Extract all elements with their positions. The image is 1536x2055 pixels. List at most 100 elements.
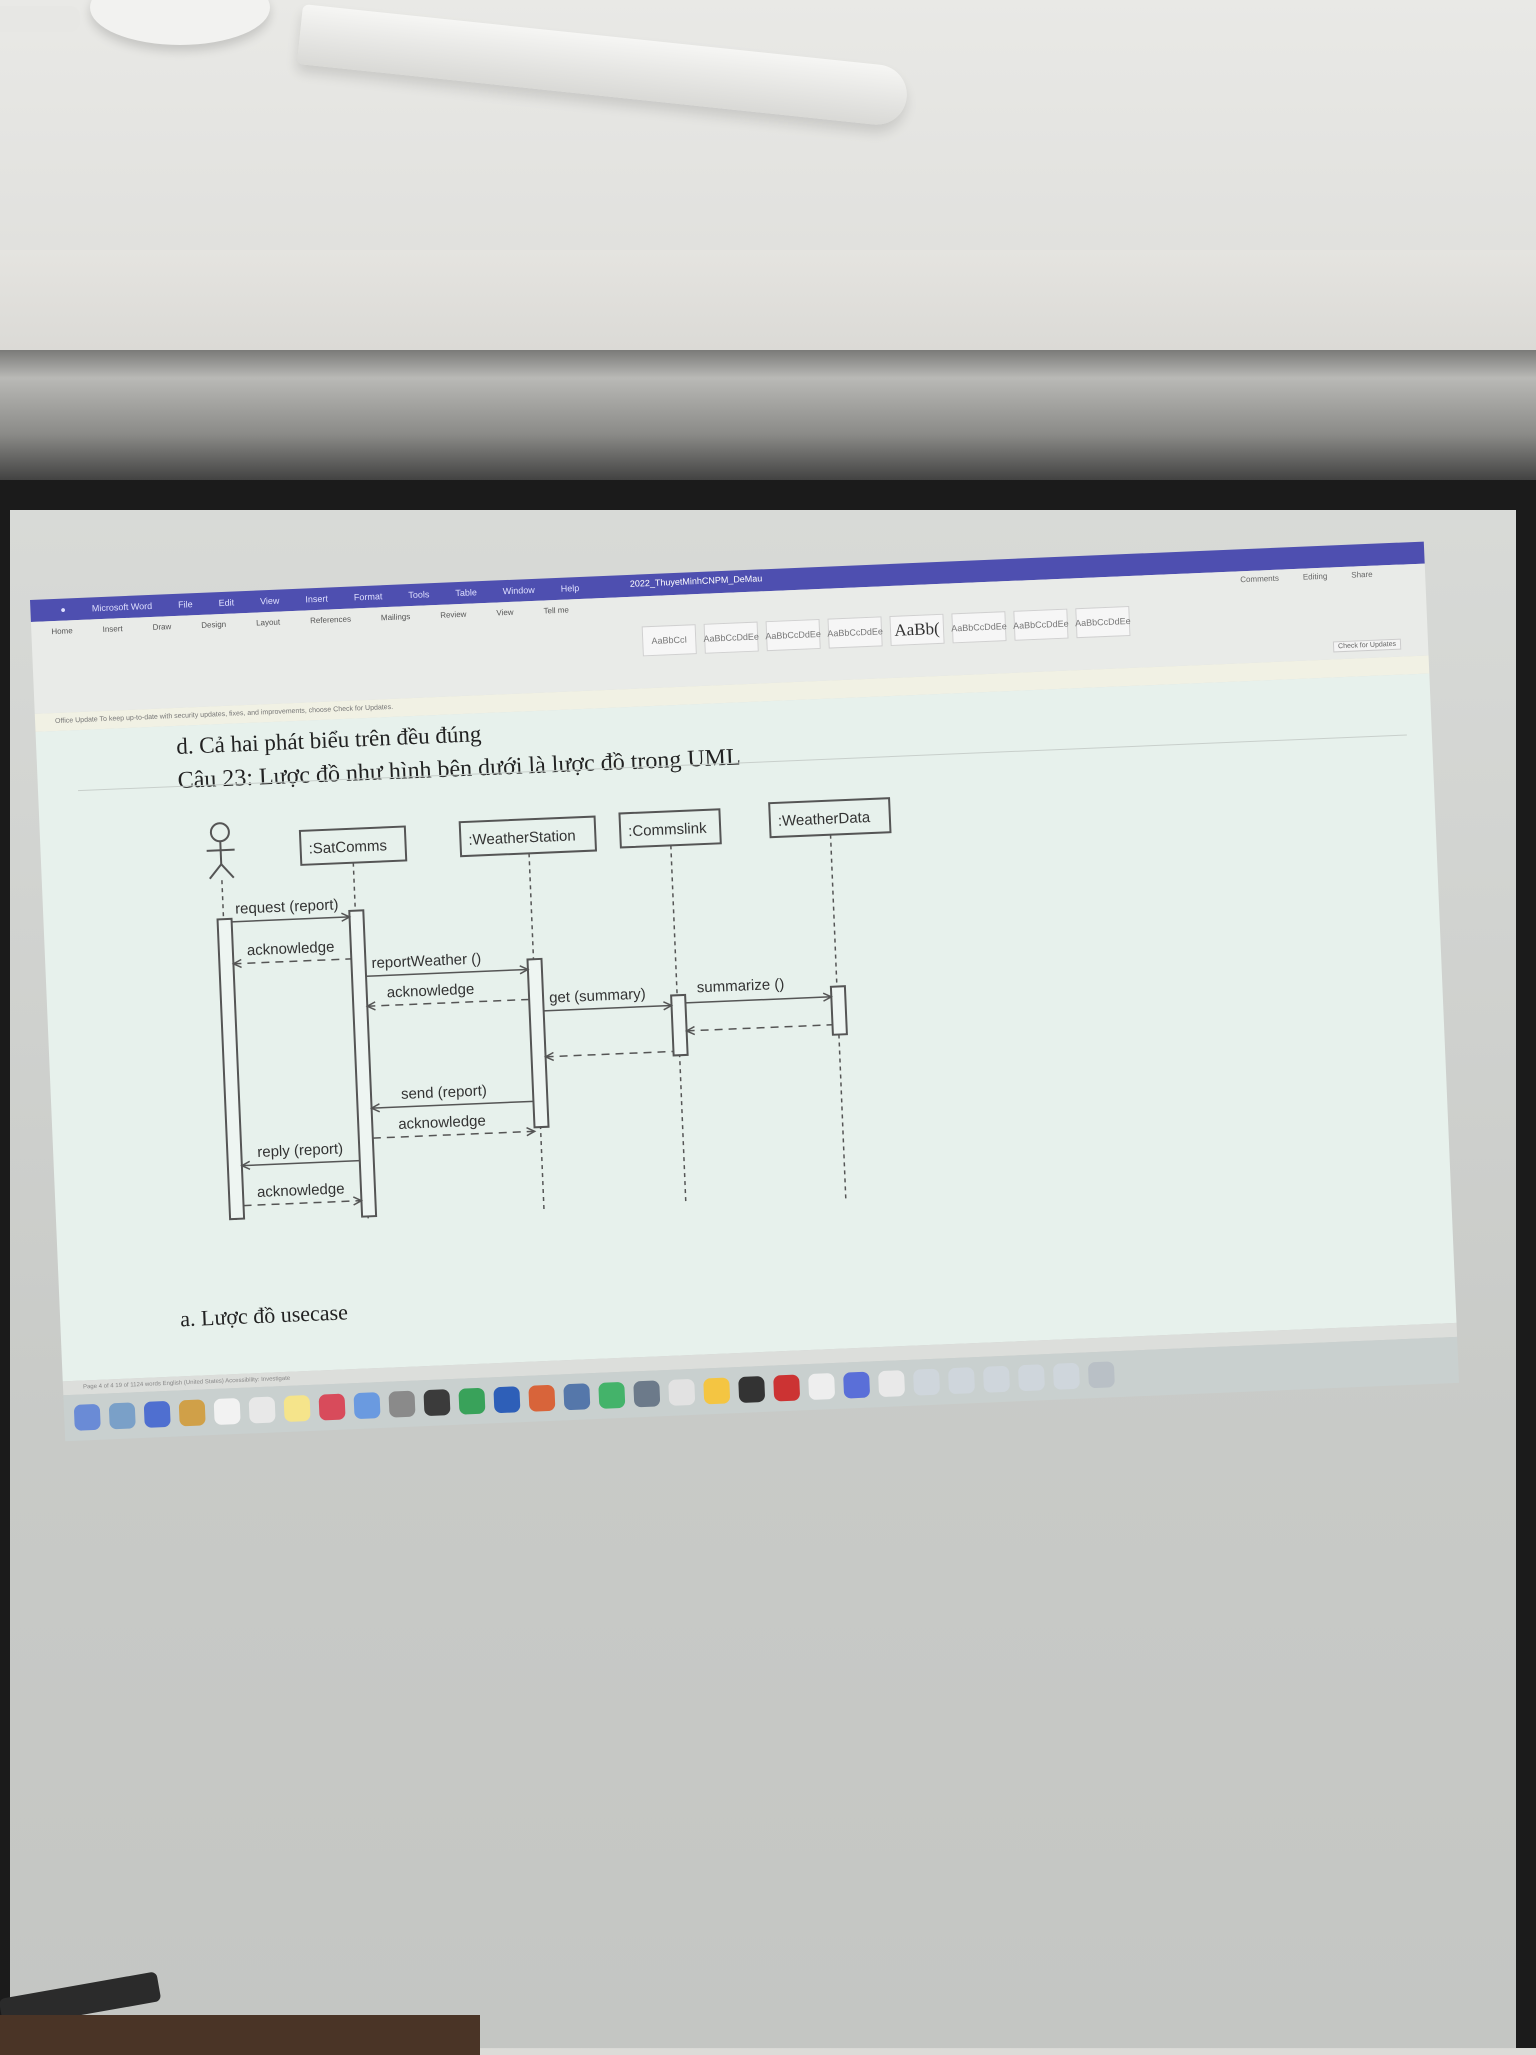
- app-icon[interactable]: [563, 1383, 591, 1411]
- menu-item[interactable]: Window: [502, 584, 535, 597]
- tab-layout[interactable]: Layout: [255, 617, 281, 628]
- app-icon[interactable]: [843, 1371, 871, 1399]
- menu-item[interactable]: Tools: [408, 589, 430, 601]
- message-arrow: [231, 916, 350, 923]
- message-label: reportWeather (): [371, 950, 481, 972]
- window-thumbnail[interactable]: [1017, 1364, 1045, 1392]
- tab-design[interactable]: Design: [201, 619, 227, 630]
- apple-icon[interactable]: ●: [60, 604, 67, 615]
- style-normal[interactable]: AaBbCcDdEe: [703, 621, 759, 654]
- arrowhead: [369, 1103, 381, 1113]
- message-label: get (summary): [549, 986, 646, 1007]
- style-heading3[interactable]: AaBbCcDdEe: [827, 616, 883, 649]
- app-icon[interactable]: [668, 1378, 696, 1406]
- style-strong[interactable]: AaBbCcDdEe: [1075, 605, 1131, 639]
- return-arrow: [233, 958, 352, 965]
- return-arrow: [372, 1130, 535, 1139]
- return-arrow: [243, 1199, 362, 1207]
- option-a-text: a. Lược đồ usecase: [179, 1299, 349, 1332]
- tell-me-search[interactable]: Tell me: [543, 605, 570, 616]
- word-icon[interactable]: [493, 1386, 521, 1414]
- finder-icon[interactable]: [73, 1403, 101, 1431]
- app-icon[interactable]: [633, 1380, 661, 1408]
- window-thumbnail[interactable]: [1052, 1362, 1080, 1390]
- menu-item[interactable]: Help: [560, 582, 580, 594]
- check-updates-button[interactable]: Check for Updates: [1332, 638, 1402, 653]
- menu-item[interactable]: View: [259, 595, 280, 607]
- menu-item[interactable]: Insert: [305, 593, 329, 605]
- app-icon[interactable]: [808, 1373, 836, 1401]
- tab-view[interactable]: View: [496, 607, 514, 618]
- actor-head: [209, 822, 230, 843]
- message-arrow: [366, 968, 528, 978]
- styles-gallery: AaBbCcI AaBbCcDdEe AaBbCcDdEe AaBbCcDdEe…: [641, 605, 1131, 657]
- message-arrow: [685, 996, 832, 1004]
- sequence-diagram: :SatComms :WeatherStation :Commslink :We…: [206, 797, 892, 1224]
- launchpad-icon[interactable]: [108, 1402, 136, 1430]
- app-store-icon[interactable]: [353, 1392, 381, 1420]
- excel-icon[interactable]: [458, 1387, 486, 1415]
- chrome-icon[interactable]: [178, 1399, 206, 1427]
- message-label: acknowledge: [398, 1112, 486, 1133]
- style-heading1[interactable]: AaBbCcI: [641, 624, 697, 657]
- app-icon[interactable]: [598, 1381, 626, 1409]
- ceiling-fan-hub: [90, 0, 270, 45]
- arrowhead: [365, 1001, 376, 1011]
- calendar-icon[interactable]: [213, 1397, 241, 1425]
- settings-icon[interactable]: [388, 1390, 416, 1418]
- activation-bar: [216, 917, 246, 1221]
- ceiling: [0, 0, 1536, 490]
- menu-item[interactable]: Edit: [218, 597, 235, 609]
- document-canvas: d. Cả hai phát biểu trên đều đúng Câu 23…: [35, 673, 1457, 1382]
- safari-icon[interactable]: [143, 1400, 171, 1428]
- terminal-icon[interactable]: [423, 1389, 451, 1417]
- tab-home[interactable]: Home: [51, 626, 73, 637]
- style-subtitle[interactable]: AaBbCcDdEe: [951, 611, 1007, 644]
- arrowhead: [684, 1025, 696, 1036]
- activation-bar: [348, 909, 378, 1218]
- style-title[interactable]: AaBb(: [889, 613, 945, 646]
- desk-edge: [0, 2015, 480, 2055]
- message-arrow: [543, 1004, 672, 1012]
- tab-draw[interactable]: Draw: [152, 622, 172, 632]
- style-emphasis[interactable]: AaBbCcDdEe: [1013, 608, 1069, 641]
- lifeline-label: :WeatherStation: [468, 827, 576, 848]
- actor-leg: [209, 863, 223, 880]
- reminders-icon[interactable]: [283, 1394, 311, 1423]
- message-label: acknowledge: [247, 939, 335, 960]
- actor-body: [219, 841, 223, 865]
- message-label: acknowledge: [257, 1180, 345, 1201]
- return-arrow: [686, 1024, 833, 1032]
- app-icon[interactable]: [773, 1374, 801, 1402]
- tab-mailings[interactable]: Mailings: [380, 612, 411, 623]
- menu-item[interactable]: Format: [353, 591, 383, 603]
- activation-bar: [526, 957, 550, 1129]
- trash-icon[interactable]: [1087, 1361, 1115, 1389]
- style-heading2[interactable]: AaBbCcDdEe: [765, 618, 821, 652]
- powerpoint-icon[interactable]: [528, 1384, 556, 1412]
- music-icon[interactable]: [318, 1393, 346, 1421]
- menu-item[interactable]: Microsoft Word: [91, 600, 153, 614]
- tab-references[interactable]: References: [309, 614, 352, 626]
- notes-icon[interactable]: [248, 1396, 276, 1424]
- message-label: reply (report): [257, 1140, 343, 1161]
- document-icon[interactable]: [878, 1370, 906, 1398]
- message-label: request (report): [235, 896, 339, 917]
- editing-button[interactable]: Editing: [1302, 571, 1328, 582]
- window-thumbnail[interactable]: [982, 1365, 1011, 1393]
- app-icon[interactable]: [703, 1377, 731, 1405]
- tab-insert[interactable]: Insert: [102, 624, 123, 634]
- menu-item[interactable]: File: [177, 599, 193, 610]
- arrowhead: [231, 958, 242, 969]
- app-icon[interactable]: [738, 1375, 766, 1404]
- menu-item[interactable]: Table: [455, 587, 478, 599]
- message-label: send (report): [401, 1082, 488, 1103]
- arrowhead: [526, 1126, 537, 1137]
- comments-button[interactable]: Comments: [1240, 573, 1280, 585]
- window-thumbnail[interactable]: [947, 1367, 976, 1395]
- window-thumbnail[interactable]: [913, 1368, 941, 1396]
- share-button[interactable]: Share: [1351, 569, 1373, 580]
- tab-review[interactable]: Review: [440, 609, 467, 620]
- message-label: summarize (): [696, 976, 784, 997]
- arrowhead: [352, 1196, 364, 1206]
